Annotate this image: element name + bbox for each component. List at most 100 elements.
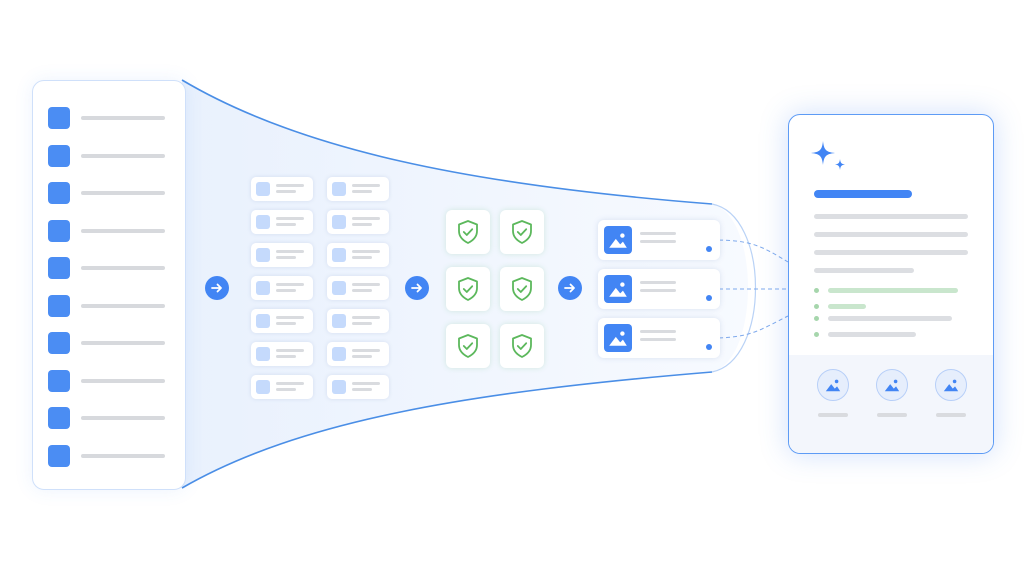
shield-tile	[500, 324, 544, 368]
chunk-square	[332, 215, 346, 229]
source-item-line	[81, 228, 165, 233]
image-result-line	[640, 240, 676, 243]
source-item-square	[48, 444, 70, 467]
image-result-card	[598, 318, 720, 358]
chunk-square	[256, 281, 270, 295]
chunk-line	[276, 190, 296, 193]
shield-tile	[446, 324, 490, 368]
chunk-card	[251, 309, 313, 333]
shield-check-icon	[512, 334, 532, 358]
chunk-card	[327, 177, 389, 201]
bullet-dot	[814, 332, 819, 337]
chunk-card	[327, 342, 389, 366]
citation-dot	[814, 304, 819, 309]
citation-line	[828, 288, 958, 293]
chunk-card	[327, 375, 389, 399]
connector-3	[711, 315, 789, 339]
bullet-dot	[814, 316, 819, 321]
output-text-line	[814, 250, 968, 255]
source-list-item	[48, 369, 168, 392]
chunk-line	[352, 283, 380, 286]
image-result-dot	[706, 344, 712, 350]
thumbnail-caption-line	[877, 413, 907, 417]
chunk-line	[276, 355, 296, 358]
chunk-line	[276, 382, 304, 385]
output-image-thumbnail	[935, 369, 967, 401]
source-item-square	[48, 219, 70, 242]
image-icon	[884, 379, 900, 392]
image-icon	[609, 282, 627, 297]
chunk-line	[276, 223, 296, 226]
chunk-card	[251, 243, 313, 267]
chunk-square	[332, 314, 346, 328]
chunk-square	[332, 347, 346, 361]
source-list-item	[48, 257, 168, 279]
image-thumbnail	[604, 275, 632, 303]
step-arrow-2	[405, 276, 429, 300]
image-result-line	[640, 232, 676, 235]
chunk-line	[276, 289, 296, 292]
chunk-square	[256, 380, 270, 394]
output-image-thumbnail	[817, 369, 849, 401]
source-item-square	[48, 332, 70, 354]
chunk-square	[256, 182, 270, 196]
sparkle-icon	[811, 141, 845, 170]
chunk-line	[276, 256, 296, 259]
chunk-square	[256, 314, 270, 328]
shield-tile	[446, 210, 490, 254]
chunk-square	[256, 347, 270, 361]
source-item-square	[48, 407, 70, 429]
arrow-right-icon	[564, 283, 575, 293]
chunk-line	[276, 349, 304, 352]
citation-dot	[814, 288, 819, 293]
chunk-line	[276, 283, 304, 286]
image-result-dot	[706, 295, 712, 301]
image-result-card	[598, 220, 720, 260]
chunk-line	[352, 382, 380, 385]
citation-line	[828, 304, 866, 309]
output-text-line	[814, 232, 968, 237]
shield-check-icon	[458, 334, 478, 358]
chunk-card	[327, 309, 389, 333]
step-arrow-3	[558, 276, 582, 300]
chunk-card	[251, 177, 313, 201]
chunk-card	[327, 243, 389, 267]
shield-check-icon	[512, 220, 532, 244]
source-item-line	[81, 191, 165, 195]
source-item-line	[81, 341, 165, 345]
output-thumbnails	[789, 355, 993, 453]
source-item-square	[48, 107, 70, 129]
chunk-card	[251, 276, 313, 300]
funnel-bottom-edge	[181, 371, 713, 489]
chunk-line	[352, 322, 372, 325]
chunk-line	[276, 217, 304, 220]
arrow-right-icon	[411, 283, 422, 293]
output-text-line	[828, 316, 952, 321]
source-item-square	[48, 369, 70, 392]
shield-check-icon	[458, 277, 478, 301]
source-list-item	[48, 294, 168, 317]
image-icon	[609, 233, 627, 248]
source-list-item	[48, 107, 168, 129]
chunk-line	[352, 217, 380, 220]
chunk-line	[352, 250, 380, 253]
chunk-line	[352, 256, 372, 259]
source-list-item	[48, 444, 168, 467]
shield-check-icon	[512, 277, 532, 301]
source-list-item	[48, 407, 168, 429]
chunk-square	[256, 248, 270, 262]
image-result-dot	[706, 246, 712, 252]
thumbnail-caption-line	[818, 413, 848, 417]
image-result-card	[598, 269, 720, 309]
source-item-square	[48, 182, 70, 204]
source-item-square	[48, 294, 70, 317]
source-item-line	[81, 153, 165, 158]
shield-tile	[446, 267, 490, 311]
chunk-card	[251, 342, 313, 366]
source-item-line	[81, 416, 165, 420]
image-result-line	[640, 338, 676, 341]
image-result-line	[640, 281, 676, 284]
chunk-card	[251, 210, 313, 234]
output-document-card	[788, 114, 994, 454]
chunk-square	[332, 281, 346, 295]
